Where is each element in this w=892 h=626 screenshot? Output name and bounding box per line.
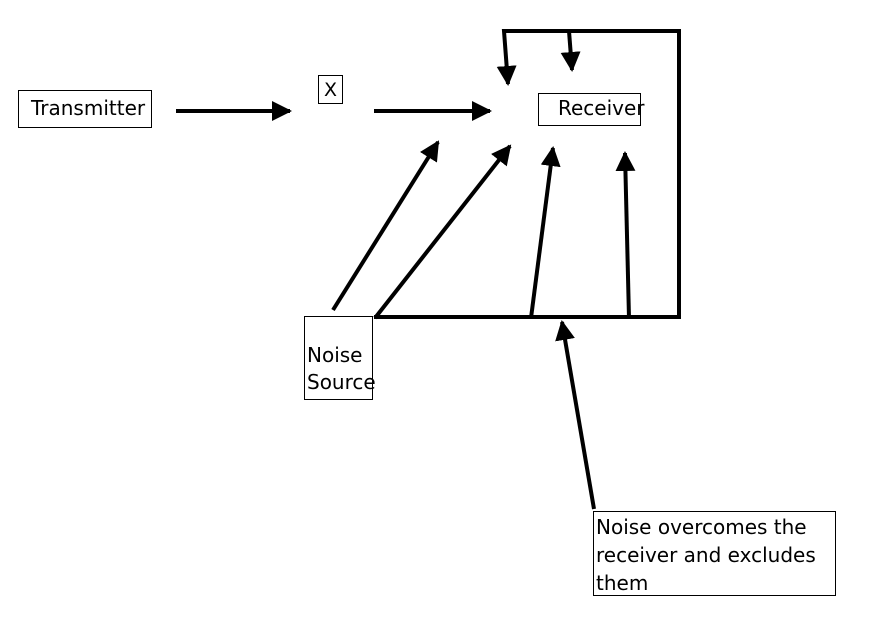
x-marker-label: X: [324, 79, 338, 101]
arrow-noise-4: [615, 151, 636, 319]
noise-source-label-line-2: Source: [307, 370, 376, 394]
arrow-annotation-to-loop: [555, 320, 596, 510]
noise-source-label-line-1: Noise: [307, 343, 363, 367]
x-marker-box: X: [318, 75, 343, 104]
arrow-noise-2: [373, 144, 512, 320]
annotation-line-3: them: [596, 571, 649, 595]
arrow-loop-down: [560, 30, 581, 72]
arrow-noise-3: [529, 146, 561, 319]
arrow-noise-1: [331, 140, 440, 312]
annotation-box: Noise overcomes the receiver and exclude…: [593, 511, 836, 596]
annotation-line-1: Noise overcomes the: [596, 515, 807, 539]
receiver-box: Receiver: [538, 93, 645, 126]
receiver-label: Receiver: [558, 96, 645, 120]
noise-source-box: Noise Source: [304, 316, 376, 400]
transmitter-label: Transmitter: [31, 96, 146, 120]
annotation-line-2: receiver and excludes: [596, 543, 816, 567]
transmitter-box: Transmitter: [18, 90, 152, 128]
noise-loop-path: [374, 29, 681, 319]
